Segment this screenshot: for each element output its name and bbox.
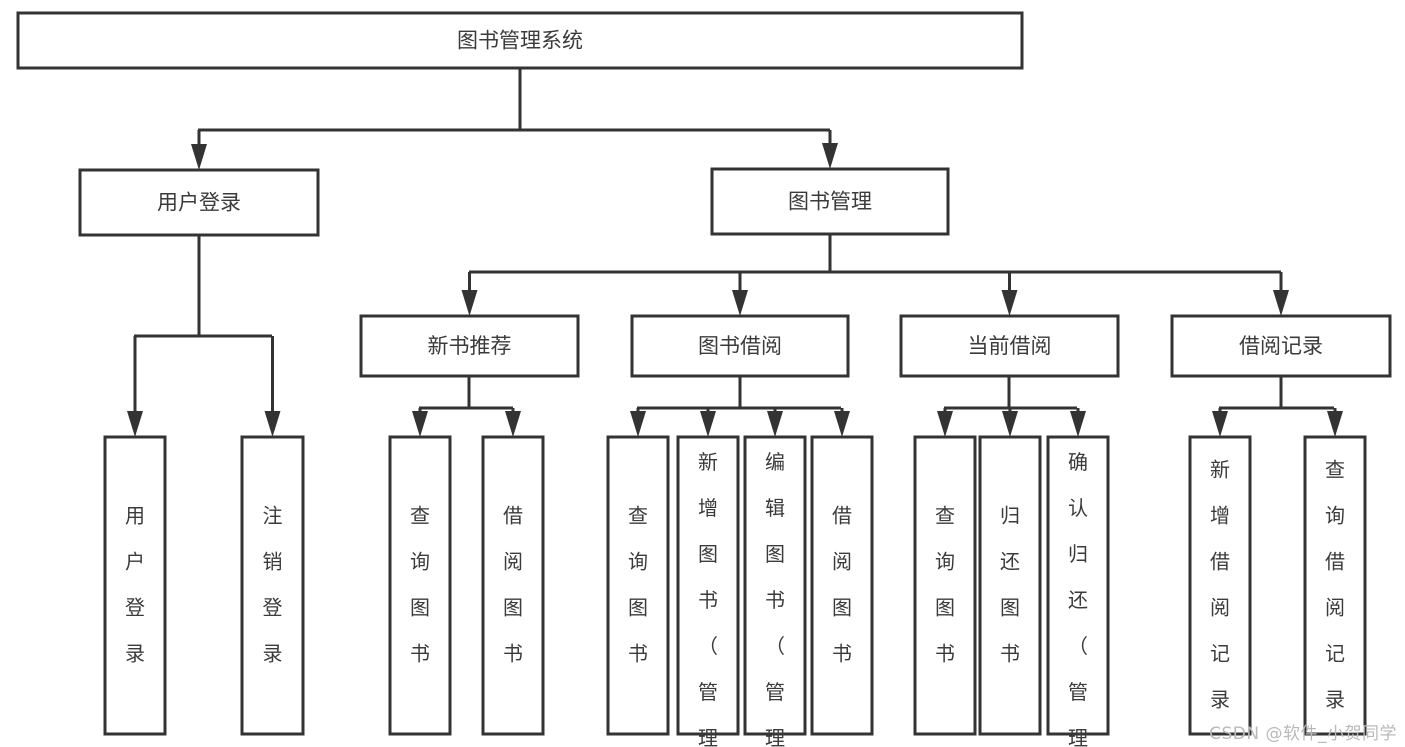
node-box-leaf-user-login[interactable]: [103, 435, 167, 736]
node-label-leaf-confirm-return: 确认归还（管理员）: [1068, 450, 1088, 747]
node-label-leaf-add-book: 新增图书（管理员）: [698, 450, 718, 747]
connector-current-borrow-bus: [944, 376, 1077, 410]
node-box-leaf-query-book-2[interactable]: [606, 435, 670, 736]
node-label-leaf-query-book-3: 查询图书: [935, 503, 955, 665]
node-label-book-manage: 图书管理: [788, 190, 872, 214]
connector-user-login-bus: [134, 235, 272, 338]
node-box-leaf-query-record[interactable]: [1303, 435, 1367, 736]
node-box-book-borrow[interactable]: [630, 314, 850, 378]
node-box-leaf-return-book[interactable]: [978, 435, 1042, 736]
connector-drop-book_manage: [822, 130, 838, 169]
node-leaf-return-book[interactable]: 归还图书: [978, 435, 1042, 736]
node-box-leaf-add-record[interactable]: [1188, 435, 1252, 736]
connector-drop-book_borrow: [732, 272, 748, 316]
node-leaf-borrow-book-2[interactable]: 借阅图书: [810, 435, 874, 736]
node-box-leaf-borrow-book-1[interactable]: [481, 435, 545, 736]
node-label-leaf-borrow-book-2: 借阅图书: [832, 503, 852, 665]
node-box-root[interactable]: [16, 11, 1024, 70]
node-new-book-rec[interactable]: 新书推荐: [359, 314, 580, 378]
node-box-current-borrow[interactable]: [899, 314, 1120, 378]
node-label-leaf-query-record: 查询借阅记录: [1325, 457, 1345, 711]
node-label-root: 图书管理系统: [457, 29, 583, 53]
node-leaf-edit-book[interactable]: 编辑图书（管理员）: [743, 435, 807, 747]
node-leaf-query-book-2[interactable]: 查询图书: [606, 435, 670, 736]
node-box-book-manage[interactable]: [710, 167, 950, 236]
node-label-leaf-query-book-1: 查询图书: [410, 503, 430, 665]
connector-drop-leaf_user_login: [127, 336, 143, 437]
node-box-leaf-logout[interactable]: [240, 435, 305, 736]
connector-drop-new_book_rec: [461, 272, 478, 316]
node-leaf-query-record[interactable]: 查询借阅记录: [1303, 435, 1367, 736]
node-borrow-record[interactable]: 借阅记录: [1170, 314, 1392, 378]
node-label-leaf-query-book-2: 查询图书: [628, 503, 648, 665]
connector-drop-borrow_record: [1273, 272, 1289, 316]
node-box-leaf-add-book[interactable]: [676, 435, 740, 736]
node-user-login[interactable]: 用户登录: [78, 168, 320, 237]
connector-root-bus: [198, 68, 830, 132]
node-label-book-borrow: 图书借阅: [698, 334, 782, 358]
node-leaf-confirm-return[interactable]: 确认归还（管理员）: [1046, 435, 1110, 747]
node-label-current-borrow: 当前借阅: [968, 334, 1052, 358]
connector-drop-leaf_confirm_return: [1070, 408, 1086, 437]
node-label-leaf-logout: 注销登录: [263, 503, 283, 665]
connector-drop-leaf_query_book_2: [630, 408, 646, 437]
connector-drop-leaf_add_record: [1212, 408, 1228, 437]
connector-new-book-rec-bus: [419, 376, 513, 410]
node-book-manage[interactable]: 图书管理: [710, 167, 950, 236]
node-label-user-login: 用户登录: [157, 191, 241, 215]
node-label-leaf-borrow-book-1: 借阅图书: [503, 503, 523, 665]
connector-drop-leaf_query_book_3: [937, 408, 953, 437]
node-leaf-add-book[interactable]: 新增图书（管理员）: [676, 435, 740, 747]
node-book-borrow[interactable]: 图书借阅: [630, 314, 850, 378]
node-label-leaf-edit-book: 编辑图书（管理员）: [765, 450, 785, 747]
node-box-new-book-rec[interactable]: [359, 314, 580, 378]
node-label-leaf-user-login: 用户登录: [125, 503, 145, 665]
connector-drop-leaf_return_book: [1002, 408, 1018, 437]
node-box-leaf-borrow-book-2[interactable]: [810, 435, 874, 736]
node-leaf-query-book-3[interactable]: 查询图书: [913, 435, 977, 736]
node-layer: 图书管理系统用户登录图书管理新书推荐图书借阅当前借阅借阅记录用户登录注销登录查询…: [16, 11, 1392, 747]
node-label-leaf-return-book: 归还图书: [1000, 503, 1020, 665]
node-box-leaf-query-book-3[interactable]: [913, 435, 977, 736]
connector-drop-leaf_borrow_book_2: [834, 408, 850, 437]
connector-drop-leaf_add_book: [700, 408, 716, 437]
connector-drop-leaf_query_record: [1327, 408, 1343, 437]
node-box-leaf-query-book-1[interactable]: [388, 435, 452, 736]
node-leaf-user-login[interactable]: 用户登录: [103, 435, 167, 736]
connector-drop-user_login: [191, 130, 207, 170]
connector-drop-current_borrow: [1001, 272, 1018, 316]
node-leaf-borrow-book-1[interactable]: 借阅图书: [481, 435, 545, 736]
connector-borrow-record-bus: [1219, 376, 1334, 410]
node-box-leaf-confirm-return[interactable]: [1046, 435, 1110, 736]
connector-layer: [127, 68, 1343, 437]
node-label-new-book-rec: 新书推荐: [428, 334, 512, 358]
connector-drop-leaf_query_book_1: [412, 408, 428, 437]
node-box-borrow-record[interactable]: [1170, 314, 1392, 378]
connector-drop-leaf_edit_book: [767, 408, 783, 437]
node-leaf-add-record[interactable]: 新增借阅记录: [1188, 435, 1252, 736]
connector-drop-leaf_borrow_book_1: [505, 408, 521, 437]
connector-drop-leaf_logout: [264, 336, 281, 437]
node-box-user-login[interactable]: [78, 168, 320, 237]
node-current-borrow[interactable]: 当前借阅: [899, 314, 1120, 378]
node-leaf-query-book-1[interactable]: 查询图书: [388, 435, 452, 736]
connector-book-manage-bus: [469, 234, 1281, 274]
node-label-borrow-record: 借阅记录: [1239, 334, 1323, 358]
connector-book-borrow-bus: [637, 376, 841, 410]
node-box-leaf-edit-book[interactable]: [743, 435, 807, 736]
node-leaf-logout[interactable]: 注销登录: [240, 435, 305, 736]
node-root[interactable]: 图书管理系统: [16, 11, 1024, 70]
node-label-leaf-add-record: 新增借阅记录: [1210, 457, 1230, 711]
